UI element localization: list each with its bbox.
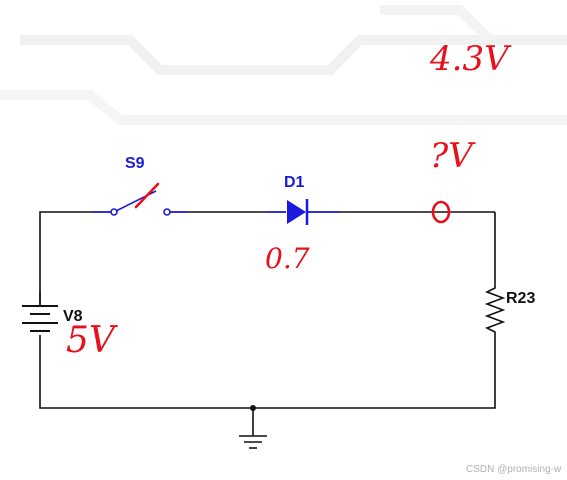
diode-d1: D1 bbox=[284, 174, 309, 225]
switch-s9: S9 bbox=[110, 155, 171, 216]
handwritten-annotations bbox=[134, 182, 451, 224]
node-marker-circle bbox=[431, 200, 451, 224]
switch-left-terminal bbox=[110, 208, 118, 216]
diode-label: D1 bbox=[284, 174, 305, 191]
wire-right-bottom bbox=[39, 335, 496, 409]
resistor-label: R23 bbox=[506, 290, 535, 307]
background-decoration bbox=[0, 5, 567, 125]
diode-triangle bbox=[287, 200, 306, 224]
annotation-source-voltage: 5V bbox=[66, 320, 119, 361]
switch-label: S9 bbox=[125, 155, 145, 172]
ground-junction-dot bbox=[250, 405, 256, 411]
annotation-diode-drop: 0.7 bbox=[265, 242, 310, 275]
switch-close-mark bbox=[134, 182, 160, 209]
wire-left-top bbox=[39, 211, 112, 305]
annotation-text: 4.3V ?V 0.7 5V bbox=[66, 39, 512, 361]
source-label: V8 bbox=[63, 308, 83, 325]
resistor-r23: R23 bbox=[484, 283, 535, 338]
resistor-zigzag bbox=[484, 283, 506, 338]
battery-v8: V8 bbox=[22, 292, 83, 332]
watermark: CSDN @promising-w bbox=[466, 464, 562, 475]
annotation-top-right-voltage: 4.3V bbox=[429, 39, 512, 79]
switch-right-terminal bbox=[163, 208, 171, 216]
annotation-node-voltage: ?V bbox=[430, 136, 476, 176]
ground-symbol bbox=[239, 435, 267, 449]
